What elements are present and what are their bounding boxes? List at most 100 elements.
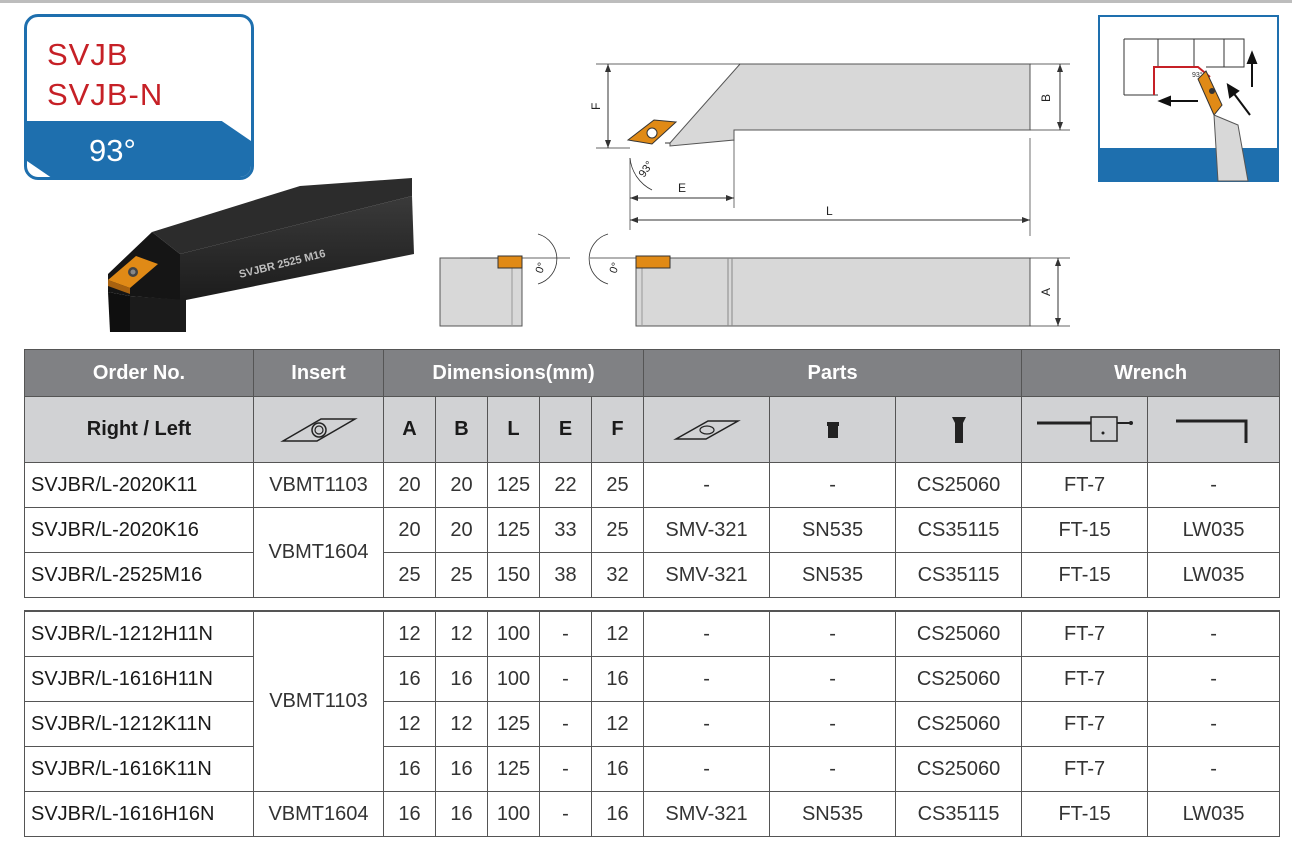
torx-wrench-icon xyxy=(1021,396,1149,463)
dim-label-f: F xyxy=(589,103,603,110)
header-order: Order No. xyxy=(24,349,254,397)
hex-key-part: - xyxy=(1147,656,1281,702)
torx-wrench-part: FT-7 xyxy=(1021,746,1149,792)
torx-wrench-part: FT-7 xyxy=(1021,462,1149,508)
torx-wrench-part: FT-7 xyxy=(1021,656,1149,702)
order-number: SVJBR/L-1616H16N xyxy=(24,791,254,837)
dim-a: 16 xyxy=(383,656,436,702)
clamp-screw-part: CS25060 xyxy=(895,746,1023,792)
dim-l: 100 xyxy=(487,656,540,702)
angle-label-left: 0° xyxy=(534,261,549,275)
table-row: SVJBR/L-1212H11N VBMT1103 12 12 100 - 12… xyxy=(24,610,1281,792)
product-code: SVJB xyxy=(47,37,129,72)
header-insert: Insert xyxy=(253,349,384,397)
dim-label-l: L xyxy=(826,204,833,218)
order-number: SVJBR/L-2020K11 xyxy=(24,462,254,508)
spec-table: Order No. Insert Dimensions(mm) Parts Wr… xyxy=(24,349,1281,837)
clamp-screw-part: CS25060 xyxy=(895,610,1023,657)
dim-f: 32 xyxy=(590,552,645,598)
shim-part: - xyxy=(643,462,771,508)
order-number: SVJBR/L-1212H11N xyxy=(24,610,254,657)
hex-key-part: - xyxy=(1147,462,1281,508)
badge-band xyxy=(27,121,251,177)
dim-a: 16 xyxy=(383,791,436,837)
dim-b: 20 xyxy=(435,507,488,553)
dim-label-b: B xyxy=(1039,94,1053,102)
dim-f: 16 xyxy=(590,791,645,837)
clamp-screw-part: CS35115 xyxy=(895,507,1023,553)
torx-wrench-part: FT-15 xyxy=(1021,552,1149,598)
table-row: SVJBR/L-2020K16 VBMT1604 20 20 125 33 25… xyxy=(24,507,1281,598)
dim-label-e: E xyxy=(678,181,686,195)
clamp-screw-part: CS25060 xyxy=(895,656,1023,702)
torx-wrench-part: FT-7 xyxy=(1021,701,1149,747)
clamp-screw-icon xyxy=(895,396,1023,463)
shim-part: - xyxy=(643,610,771,657)
table-row: SVJBR/L-2525M16 25 25 150 38 32 SMV-321 … xyxy=(24,552,1281,598)
torx-wrench-part: FT-7 xyxy=(1021,610,1149,657)
shim-part: - xyxy=(643,701,771,747)
dim-e: 22 xyxy=(539,462,592,508)
dim-a: 20 xyxy=(383,462,436,508)
table-row: SVJBR/L-1212K11N 12 12 125 - 12 - - CS25… xyxy=(24,701,1281,747)
dim-l: 125 xyxy=(487,746,540,792)
shim-screw-part: - xyxy=(769,462,897,508)
dim-f: 16 xyxy=(590,656,645,702)
rhombic-shim-icon xyxy=(643,396,771,463)
clamp-screw-part: CS25060 xyxy=(895,462,1023,508)
product-code-n: SVJB-N xyxy=(47,77,164,112)
dim-f: 25 xyxy=(590,462,645,508)
inset-angle-label: 93° xyxy=(1192,71,1203,79)
insert-code: VBMT1604 xyxy=(253,507,384,598)
hex-key-part: LW035 xyxy=(1147,791,1281,837)
subheader-f: F xyxy=(590,396,645,463)
table-row: SVJBR/L-2020K11 VBMT1103 20 20 125 22 25… xyxy=(24,462,1281,508)
shim-part: SMV-321 xyxy=(643,552,771,598)
hex-key-part: LW035 xyxy=(1147,507,1281,553)
hex-key-part: - xyxy=(1147,746,1281,792)
tool-holder-photo: SVJBR 2525 M16 xyxy=(108,178,414,332)
group-separator xyxy=(24,597,1280,612)
dim-l: 100 xyxy=(487,610,540,657)
order-number: SVJBR/L-1616K11N xyxy=(24,746,254,792)
dim-e: 33 xyxy=(539,507,592,553)
insert-code: VBMT1103 xyxy=(253,610,384,792)
insert-code: VBMT1103 xyxy=(253,462,384,508)
dim-b: 25 xyxy=(435,552,488,598)
shim-screw-part: - xyxy=(769,656,897,702)
header-row: Order No. Insert Dimensions(mm) Parts Wr… xyxy=(24,349,1281,397)
subheader-right-left: Right / Left xyxy=(24,396,254,463)
hex-key-part: - xyxy=(1147,701,1281,747)
dim-b: 16 xyxy=(435,791,488,837)
shim-screw-part: - xyxy=(769,610,897,657)
shim-part: SMV-321 xyxy=(643,791,771,837)
table-row: SVJBR/L-1616H11N 16 16 100 - 16 - - CS25… xyxy=(24,656,1281,702)
dimension-drawing: F B E L A 93° 0° 0° xyxy=(439,63,1070,327)
dim-e: - xyxy=(539,791,592,837)
top-rule xyxy=(0,0,1292,3)
shim-screw-icon xyxy=(769,396,897,463)
application-inset: 93° xyxy=(1098,15,1279,182)
clamp-screw-part: CS25060 xyxy=(895,701,1023,747)
dim-e: - xyxy=(539,610,592,657)
rhombic-insert-with-hole-icon xyxy=(253,396,384,463)
hex-key-icon xyxy=(1147,396,1281,463)
subheader-b: B xyxy=(435,396,488,463)
dim-f: 12 xyxy=(590,701,645,747)
dim-f: 12 xyxy=(590,610,645,657)
dim-f: 16 xyxy=(590,746,645,792)
clamp-screw-part: CS35115 xyxy=(895,791,1023,837)
dim-l: 125 xyxy=(487,507,540,553)
dim-e: - xyxy=(539,701,592,747)
shim-screw-part: SN535 xyxy=(769,507,897,553)
dim-l: 125 xyxy=(487,701,540,747)
table-row: SVJBR/L-1616K11N 16 16 125 - 16 - - CS25… xyxy=(24,746,1281,792)
order-number: SVJBR/L-2020K16 xyxy=(24,507,254,553)
dim-a: 20 xyxy=(383,507,436,553)
order-number: SVJBR/L-1616H11N xyxy=(24,656,254,702)
order-number: SVJBR/L-2525M16 xyxy=(24,552,254,598)
dim-l: 100 xyxy=(487,791,540,837)
dim-l: 125 xyxy=(487,462,540,508)
dim-a: 12 xyxy=(383,610,436,657)
hex-key-part: - xyxy=(1147,610,1281,657)
